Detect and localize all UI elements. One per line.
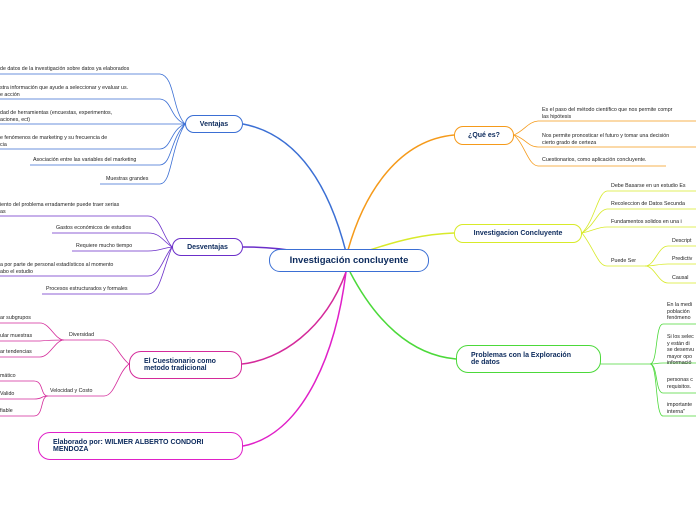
topic-problemas-exploracion[interactable]: Problemas con la Exploración de datos <box>456 345 601 373</box>
problemas-item[interactable]: En la medi población fenómeno <box>667 302 693 322</box>
ventajas-item[interactable]: Muestras grandes <box>106 176 149 182</box>
desventajas-item[interactable]: a por parte de personal estadísticos al … <box>0 262 114 275</box>
que-es-item[interactable]: Es el paso del método científico que nos… <box>542 107 673 120</box>
branch-que-es <box>347 134 455 251</box>
problemas-item[interactable]: Si los selec y están di se desenvu mayor… <box>667 334 695 367</box>
topic-que-es[interactable]: ¿Qué es? <box>454 126 514 145</box>
branch-investigacion <box>369 232 455 251</box>
puede-ser-label[interactable]: Puede Ser <box>611 258 637 264</box>
central-topic[interactable]: Investigación concluyente <box>269 249 429 272</box>
ventajas-item[interactable]: Asociación entre las variables del marke… <box>33 157 137 163</box>
ventajas-item[interactable]: stra información que ayude a seleccionar… <box>0 85 129 98</box>
investigacion-item[interactable]: Debe Basarse en un estudio Es <box>611 183 686 189</box>
que-es-item[interactable]: Nos permite pronosticar el futuro y toma… <box>542 133 670 146</box>
que-es-item[interactable]: Cuestionarios, como aplicación concluyen… <box>542 157 647 163</box>
topic-ventajas[interactable]: Ventajas <box>185 115 243 133</box>
branch-problemas <box>349 271 457 360</box>
investigacion-item[interactable]: Recoleccion de Datos Secunda <box>611 201 685 207</box>
branch-ventajas <box>242 123 347 253</box>
topic-elaborado[interactable]: Elaborado por: WILMER ALBERTO CONDORI ME… <box>38 432 243 460</box>
desventajas-item[interactable]: Procesos estructurados y formales <box>46 286 128 292</box>
ventajas-item[interactable]: e fenómenos de marketing y su frecuencia… <box>0 135 108 148</box>
topic-desventajas[interactable]: Desventajas <box>172 238 243 256</box>
diversidad-item[interactable]: ular muestras <box>0 333 33 339</box>
branch-elaborado <box>242 271 347 447</box>
problemas-item[interactable]: personas c requisitos. <box>667 377 693 390</box>
problemas-item[interactable]: importante interna" <box>667 402 693 415</box>
diversidad-item[interactable]: ar tendencias <box>0 349 32 355</box>
diversidad-item[interactable]: ar subgrupos <box>0 315 31 321</box>
puede-ser-item[interactable]: Predictiv <box>672 256 693 262</box>
velocidad-label[interactable]: Velocidad y Costo <box>50 388 93 394</box>
topic-cuestionario[interactable]: El Cuestionario como metodo tradicional <box>129 351 242 379</box>
puede-ser-item[interactable]: Causal <box>672 275 689 281</box>
branch-cuestionario <box>241 271 347 365</box>
topic-investigacion-concluyente[interactable]: Investigacion Concluyente <box>454 224 582 243</box>
desventajas-item[interactable]: iento del problema erradamente puede tra… <box>0 202 120 215</box>
velocidad-item[interactable]: fiable <box>0 408 13 414</box>
desventajas-item[interactable]: Requiere mucho tiempo <box>76 243 133 249</box>
puede-ser-item[interactable]: Descript <box>672 238 692 244</box>
velocidad-item[interactable]: Valido <box>0 391 15 397</box>
velocidad-item[interactable]: mático <box>0 373 16 379</box>
desventajas-item[interactable]: Gastos económicos de estudios <box>56 225 132 231</box>
ventajas-item[interactable]: dad de herramientas (encuestas, experime… <box>0 110 113 123</box>
diversidad-label[interactable]: Diversidad <box>69 332 95 338</box>
ventajas-item[interactable]: de datos de la investigación sobre datos… <box>0 66 130 72</box>
investigacion-item[interactable]: Fundamentos solidos en una i <box>611 219 682 225</box>
